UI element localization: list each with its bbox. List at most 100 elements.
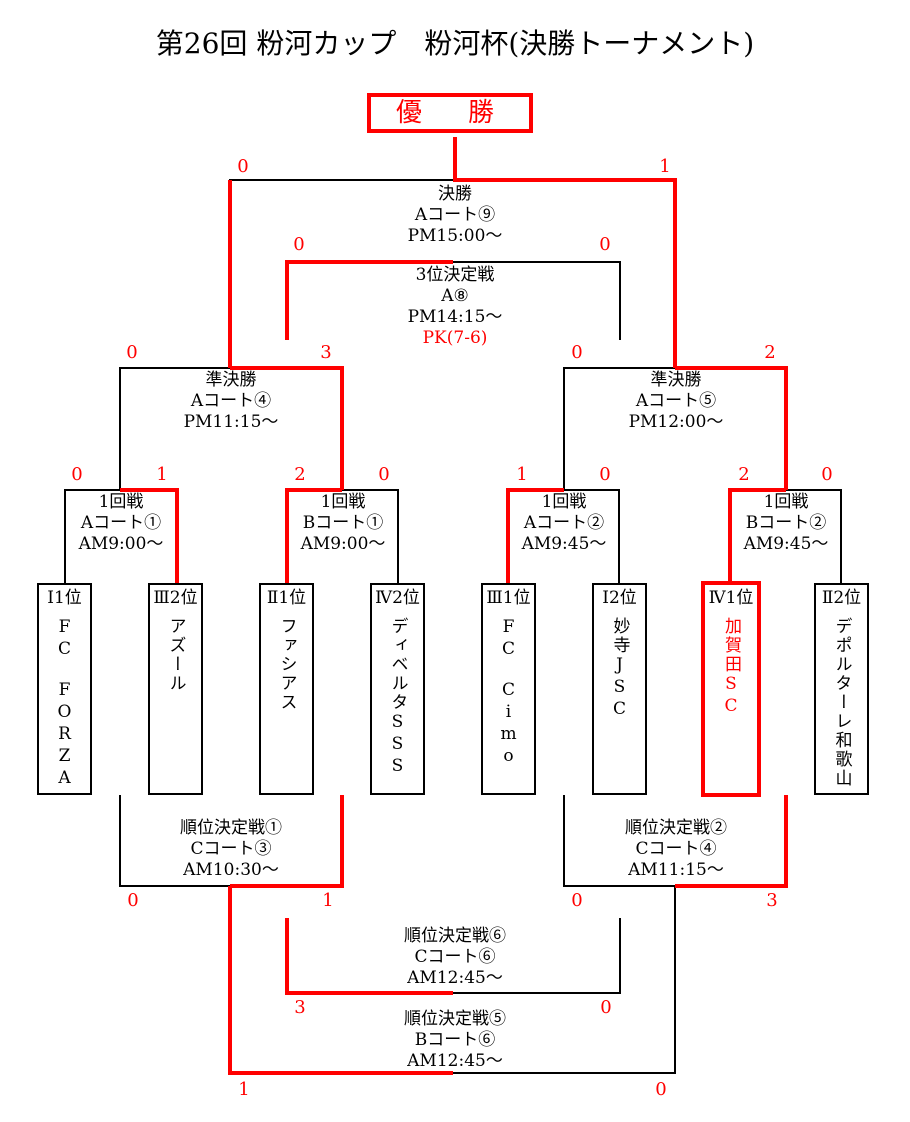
score: 0 [237, 156, 249, 177]
score: 1 [659, 156, 671, 177]
match-time: AM9:45～ [521, 534, 607, 554]
team-name: FC FORZA [54, 617, 75, 790]
match-court: Aコート② [523, 513, 605, 533]
match-name: 順位決定戦① [180, 818, 282, 838]
score: 0 [571, 890, 583, 911]
match-court: Cコート⑥ [414, 947, 496, 967]
match-time: AM10:30～ [183, 860, 279, 880]
team-seed: Ⅰ2位 [602, 588, 637, 608]
match-name: 1回戦 [98, 492, 144, 512]
score: 2 [764, 342, 776, 363]
score: 0 [655, 1079, 667, 1100]
match-time: PM15:00～ [407, 226, 503, 246]
team-name: 妙寺JSC [609, 617, 630, 721]
team-name: FC Cimo [498, 617, 519, 768]
match-name: 決勝 [438, 184, 472, 204]
match-time: AM9:00～ [300, 534, 386, 554]
match-name: 順位決定戦⑤ [404, 1009, 506, 1029]
win-path-place6 [285, 918, 453, 995]
team-name: ディベルタSSS [387, 617, 408, 778]
semi1-info: 準決勝 Aコート④ PM11:15～ [151, 370, 311, 433]
match-name: 1回戦 [320, 492, 366, 512]
score: 1 [238, 1079, 250, 1100]
match-time: PM11:15～ [183, 412, 279, 432]
score: 0 [126, 342, 138, 363]
final-info: 決勝 Aコート⑨ PM15:00～ [375, 184, 535, 247]
win-path-r1-2 [285, 488, 342, 585]
win-path-r1-1 [120, 488, 179, 585]
score: 0 [599, 234, 611, 255]
match-court: Aコート⑤ [635, 391, 717, 411]
team-card: Ⅲ1位 FC Cimo [481, 583, 536, 795]
score: 0 [600, 997, 612, 1018]
r1-3-info: 1回戦 Aコート② AM9:45～ [509, 492, 619, 555]
match-name: 1回戦 [541, 492, 587, 512]
win-path-third [285, 260, 453, 340]
score: 0 [571, 342, 583, 363]
score: 1 [156, 464, 168, 485]
team-seed: Ⅳ1位 [708, 588, 754, 608]
r1-1-info: 1回戦 Aコート① AM9:00～ [66, 492, 176, 555]
score: 0 [293, 234, 305, 255]
score: 0 [378, 464, 390, 485]
score: 0 [821, 464, 833, 485]
match-court: Bコート⑥ [414, 1030, 496, 1050]
score: 3 [320, 342, 332, 363]
team-card: Ⅰ2位 妙寺JSC [592, 583, 647, 795]
score: 0 [71, 464, 83, 485]
team-card: Ⅱ1位 ファシアス [259, 583, 314, 795]
red-lines [120, 137, 788, 1075]
score: 3 [766, 890, 778, 911]
team-seed: Ⅰ1位 [47, 588, 82, 608]
match-name: 順位決定戦⑥ [404, 926, 506, 946]
team-seed: Ⅱ1位 [266, 588, 307, 608]
match-court: Aコート⑨ [414, 205, 496, 225]
match-name: 順位決定戦② [625, 818, 727, 838]
team-name: ファシアス [276, 617, 297, 712]
team-card: Ⅲ2位 アズール [148, 583, 203, 795]
win-path-final [453, 137, 677, 368]
pk-result: PK(7-6) [422, 328, 488, 348]
team-card: Ⅱ2位 デポルターレ和歌山 [814, 583, 869, 795]
match-time: PM12:00～ [628, 412, 724, 432]
win-path-semi1 [230, 366, 344, 490]
match-court: Bコート② [745, 513, 827, 533]
team-card: Ⅰ1位 FC FORZA [37, 583, 92, 795]
win-path-semi2 [675, 366, 788, 490]
team-seed: Ⅲ2位 [153, 588, 198, 608]
match-name: 準決勝 [205, 370, 257, 390]
score: 1 [516, 464, 528, 485]
match-time: PM14:15～ [407, 307, 503, 327]
third-place-info: 3位決定戦 A⑧ PM14:15～ PK(7-6) [375, 265, 535, 349]
team-name: デポルターレ和歌山 [831, 617, 852, 788]
team-seed: Ⅱ2位 [821, 588, 862, 608]
r1-2-info: 1回戦 Bコート① AM9:00～ [288, 492, 398, 555]
champion-box: 優 勝 [367, 93, 533, 133]
win-path-r1-3 [506, 488, 564, 585]
match-court: Cコート④ [635, 839, 717, 859]
match-court: A⑧ [441, 286, 469, 306]
win-path-place1 [230, 795, 344, 888]
team-card: Ⅳ2位 ディベルタSSS [370, 583, 425, 795]
score: 0 [127, 890, 139, 911]
match-time: AM9:00～ [78, 534, 164, 554]
r1-4-info: 1回戦 Bコート② AM9:45～ [731, 492, 841, 555]
win-path-r1-4 [728, 488, 786, 585]
score: 1 [322, 890, 334, 911]
place6-info: 順位決定戦⑥ Cコート⑥ AM12:45～ [375, 926, 535, 989]
score: 2 [738, 464, 750, 485]
win-path-place5 [228, 886, 453, 1075]
match-time: AM11:15～ [628, 860, 724, 880]
place5-info: 順位決定戦⑤ Bコート⑥ AM12:45～ [375, 1009, 535, 1072]
team-seed: Ⅳ2位 [375, 588, 420, 608]
match-name: 準決勝 [650, 370, 702, 390]
page-title: 第26回 粉河カップ 粉河杯(決勝トーナメント) [155, 27, 755, 60]
match-time: AM12:45～ [407, 1051, 503, 1071]
team-seed: Ⅲ1位 [486, 588, 531, 608]
score: 0 [599, 464, 611, 485]
match-name: 3位決定戦 [415, 265, 495, 285]
semi2-info: 準決勝 Aコート⑤ PM12:00～ [596, 370, 756, 433]
match-name: 1回戦 [763, 492, 809, 512]
team-name: 加賀田SC [721, 617, 741, 718]
